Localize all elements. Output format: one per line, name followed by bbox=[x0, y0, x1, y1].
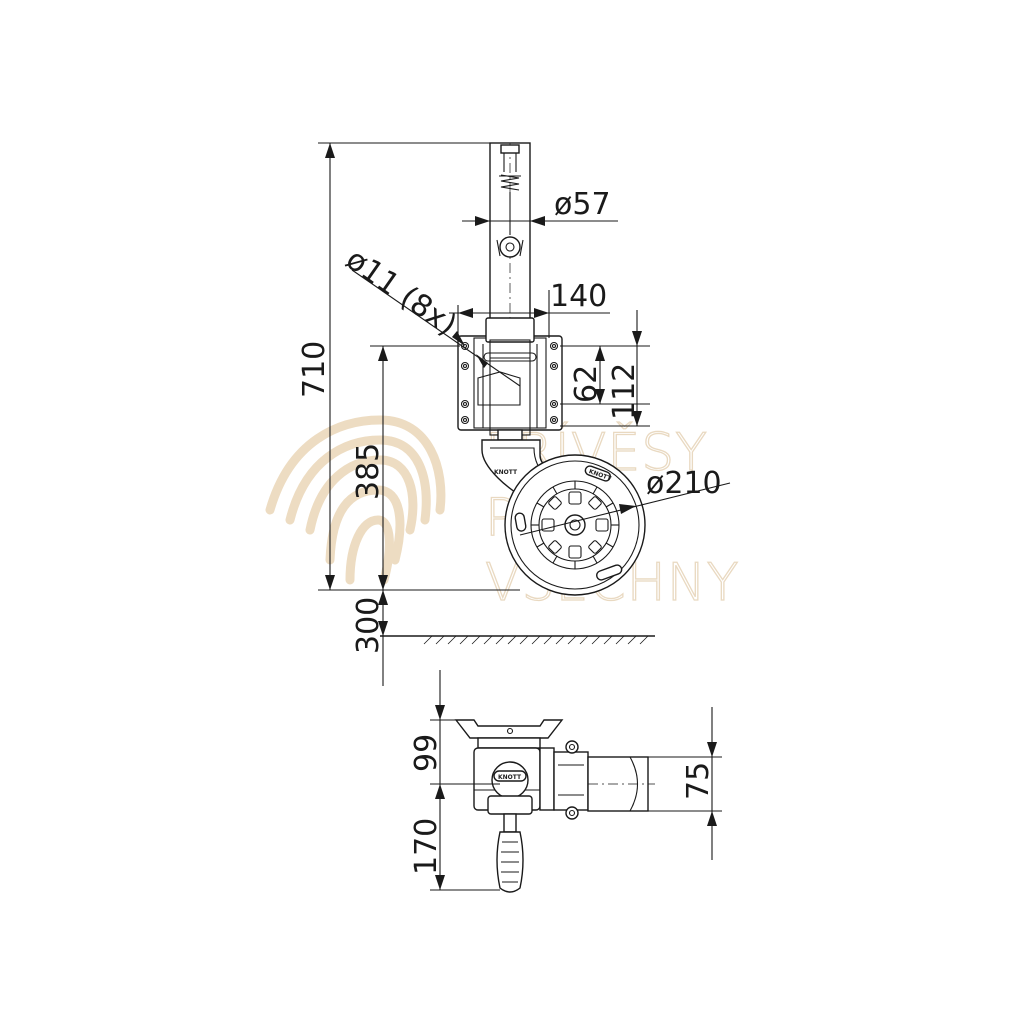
dim-plate-width: 140 bbox=[449, 279, 610, 338]
dim-top-offset: 99 bbox=[409, 670, 500, 890]
dim-d11-label: ø11 (8x) bbox=[339, 242, 463, 343]
top-view: KNOTT 99 170 bbox=[409, 670, 722, 893]
dim-clamp-height: 75 bbox=[648, 707, 722, 860]
fork-logo: KNOTT bbox=[494, 469, 518, 476]
dim-total-height: 710 bbox=[297, 142, 520, 591]
clamp-plate bbox=[457, 317, 563, 436]
dim-99-label: 99 bbox=[409, 734, 444, 772]
dim-plate-to-ground: 385 bbox=[351, 345, 460, 590]
dim-385-label: 385 bbox=[351, 443, 386, 500]
lock-knob-icon bbox=[499, 236, 521, 258]
dim-140-label: 140 bbox=[550, 279, 607, 314]
dim-710-label: 710 bbox=[297, 341, 332, 398]
dim-hole-spacing: 62 bbox=[560, 345, 650, 405]
dim-75-label: 75 bbox=[681, 762, 716, 800]
ground-line bbox=[380, 635, 655, 645]
dim-112-label: 112 bbox=[607, 363, 642, 420]
dim-handle-length: 170 bbox=[409, 818, 500, 891]
dim-plate-height: 112 bbox=[560, 310, 650, 427]
dim-d210-label: ø210 bbox=[646, 466, 722, 501]
mounting-holes bbox=[460, 341, 559, 425]
wheel-spokes bbox=[531, 481, 619, 569]
dim-wheel-diameter: ø210 bbox=[519, 466, 731, 536]
dim-170-label: 170 bbox=[409, 818, 444, 875]
dim-ground-clearance: 300 bbox=[351, 590, 388, 686]
dim-62-label: 62 bbox=[569, 365, 604, 403]
dim-300-label: 300 bbox=[351, 597, 386, 654]
dim-d57-label: ø57 bbox=[554, 187, 611, 222]
wheel: KNOTT bbox=[504, 454, 646, 596]
dim-tube-diameter: ø57 bbox=[462, 187, 618, 226]
svg-text:KNOTT: KNOTT bbox=[498, 774, 522, 781]
watermark-logo-swirl bbox=[265, 415, 446, 585]
